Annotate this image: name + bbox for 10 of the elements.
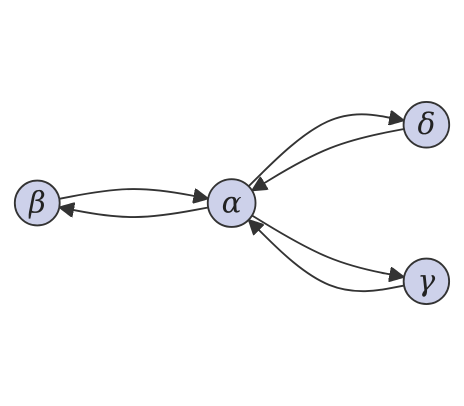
- node-circle: β: [14, 180, 61, 226]
- arrow: [59, 188, 209, 204]
- arrow: [252, 214, 405, 282]
- node-circle: α: [206, 178, 256, 228]
- arrow: [248, 219, 404, 292]
- arrow: [248, 110, 405, 187]
- arrow: [58, 202, 208, 218]
- arrow: [251, 128, 404, 192]
- node-circle: γ: [402, 258, 450, 305]
- node-circle: δ: [402, 101, 450, 148]
